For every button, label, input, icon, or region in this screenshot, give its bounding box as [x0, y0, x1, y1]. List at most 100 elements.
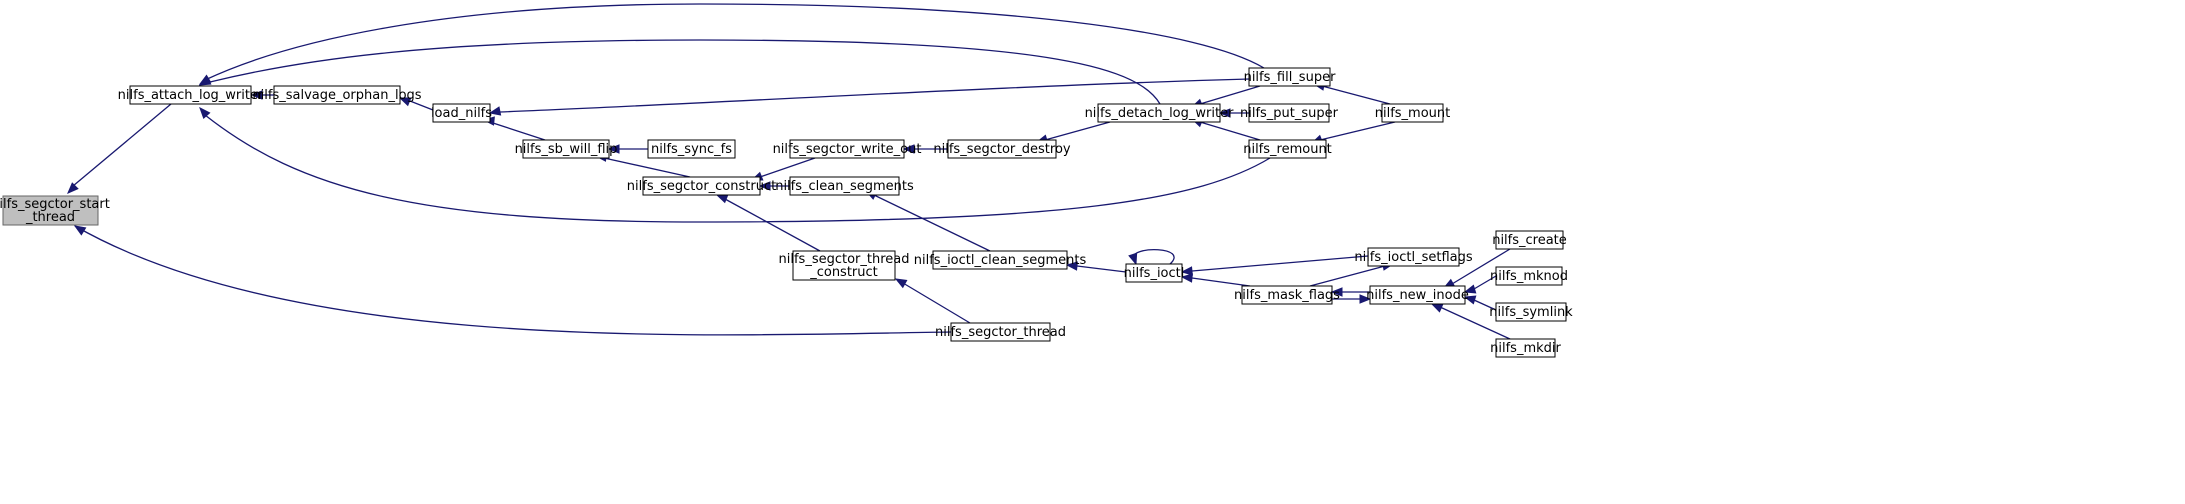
- node-box[interactable]: [932, 250, 1068, 270]
- node-threadconstruct[interactable]: nilfs_segctor_thread_construct: [779, 250, 910, 281]
- edge-destroy-to-writeout: [902, 144, 948, 154]
- node-detach[interactable]: nilfs_detach_log_writer: [1085, 103, 1235, 123]
- node-box[interactable]: [273, 85, 401, 105]
- edge-line: [1451, 248, 1511, 285]
- node-label: nilfs_mknod: [1490, 269, 1568, 284]
- edge-line: [1473, 275, 1497, 290]
- edge-clean-to-construct: [758, 181, 790, 191]
- node-ioctl[interactable]: nilfs_ioctl: [1124, 263, 1185, 283]
- node-remount[interactable]: nilfs_remount: [1243, 139, 1332, 159]
- node-construct[interactable]: nilfs_segctor_construct: [627, 176, 776, 196]
- node-box[interactable]: [950, 322, 1051, 342]
- node-sbflip[interactable]: nilfs_sb_will_flip: [515, 139, 618, 159]
- nodes-layer: nilfs_segctor_start_thread nilfs_attach_l…: [0, 67, 1573, 358]
- edge-line: [902, 282, 971, 324]
- edge-fillsuper-to-load: [488, 78, 1250, 116]
- node-mknod[interactable]: nilfs_mknod: [1490, 266, 1568, 286]
- edge-detach-to-attach: [198, 39, 1161, 105]
- node-box[interactable]: [1097, 103, 1221, 123]
- arrowhead: [1180, 266, 1193, 276]
- node-syncfs[interactable]: nilfs_sync_fs: [647, 139, 736, 159]
- node-label: nilfs_remount: [1243, 142, 1332, 157]
- node-box[interactable]: [129, 85, 252, 105]
- node-box[interactable]: [792, 250, 896, 281]
- node-label: nilfs_segctor_construct: [627, 179, 776, 194]
- edge-line: [74, 225, 952, 336]
- arrowhead: [1218, 108, 1231, 118]
- node-segthread[interactable]: nilfs_segctor_thread: [935, 322, 1066, 342]
- node-writeout[interactable]: nilfs_segctor_write_out: [773, 139, 922, 159]
- edge-line: [209, 39, 1161, 105]
- edge-line: [1199, 121, 1261, 141]
- node-label: nilfs_sb_will_flip: [515, 142, 618, 157]
- edge-segthread-to-threadconstruct: [894, 278, 971, 324]
- node-box[interactable]: [647, 139, 736, 159]
- edge-remount-to-attach: [199, 106, 1271, 223]
- edge-line: [1321, 85, 1391, 105]
- node-symlink[interactable]: nilfs_symlink: [1489, 302, 1573, 322]
- node-box[interactable]: [947, 139, 1057, 159]
- edge-line: [1439, 306, 1511, 340]
- edge-salvage-to-attach: [250, 90, 274, 100]
- node-box[interactable]: [1495, 230, 1564, 250]
- edge-sbflip-to-load: [482, 116, 546, 141]
- node-label: _construct: [809, 265, 878, 280]
- node-box[interactable]: [1369, 285, 1466, 305]
- edge-line: [499, 78, 1250, 113]
- node-newinode[interactable]: nilfs_new_inode: [1366, 285, 1469, 305]
- edge-syncfs-to-sbflip: [607, 144, 648, 154]
- node-create[interactable]: nilfs_create: [1492, 230, 1567, 250]
- node-destroy[interactable]: nilfs_segctor_destroy: [933, 139, 1071, 159]
- node-fillsuper[interactable]: nilfs_fill_super: [1244, 67, 1336, 87]
- node-box[interactable]: [1248, 103, 1330, 123]
- edge-line: [492, 122, 546, 141]
- arrowhead: [198, 76, 212, 86]
- node-maskflags[interactable]: nilfs_mask_flags: [1234, 285, 1340, 305]
- node-start_thread[interactable]: nilfs_segctor_start_thread: [0, 195, 110, 226]
- node-salvage[interactable]: nilfs_salvage_orphan_logs: [252, 85, 422, 105]
- edge-line: [1319, 121, 1396, 141]
- arrowhead: [1065, 261, 1078, 271]
- arrowhead: [902, 144, 915, 154]
- node-setflags[interactable]: nilfs_ioctl_setflags: [1354, 247, 1473, 267]
- edge-line: [204, 114, 1271, 223]
- node-box[interactable]: [789, 139, 905, 159]
- arrowhead: [1430, 303, 1444, 313]
- node-putsuper[interactable]: nilfs_put_super: [1240, 103, 1339, 123]
- node-label: nilfs_put_super: [1240, 106, 1339, 121]
- node-load[interactable]: load_nilfs: [431, 103, 492, 123]
- node-box[interactable]: [432, 103, 491, 123]
- node-box[interactable]: [1495, 338, 1556, 358]
- node-box[interactable]: [1248, 67, 1331, 87]
- edge-ioctlclean-to-clean: [864, 190, 991, 252]
- node-box[interactable]: [1381, 103, 1444, 123]
- node-box[interactable]: [522, 139, 610, 159]
- node-box[interactable]: [2, 195, 99, 226]
- node-ioctlclean[interactable]: nilfs_ioctl_clean_segments: [914, 250, 1087, 270]
- arrowhead: [1463, 295, 1477, 305]
- edge-maskflags-to-newinode: [1332, 294, 1372, 304]
- node-label: nilfs_detach_log_writer: [1085, 106, 1235, 121]
- node-box[interactable]: [1495, 302, 1567, 322]
- node-box[interactable]: [1248, 139, 1327, 159]
- node-box[interactable]: [1495, 266, 1563, 286]
- node-box[interactable]: [1125, 263, 1183, 283]
- node-clean[interactable]: nilfs_clean_segments: [775, 176, 914, 196]
- node-box[interactable]: [1241, 285, 1333, 305]
- node-box[interactable]: [642, 176, 761, 196]
- edge-newinode-to-maskflags: [1330, 287, 1370, 297]
- node-label: nilfs_mkdir: [1490, 341, 1561, 356]
- node-attach[interactable]: nilfs_attach_log_writer: [118, 85, 264, 105]
- edge-line: [1076, 265, 1127, 273]
- node-box[interactable]: [789, 176, 900, 196]
- edge-ioctl-to-ioctlclean: [1065, 261, 1127, 273]
- node-label: nilfs_segctor_thread: [779, 252, 910, 267]
- node-label: nilfs_mask_flags: [1234, 288, 1340, 303]
- node-mount[interactable]: nilfs_mount: [1375, 103, 1451, 123]
- node-label: nilfs_clean_segments: [775, 179, 914, 194]
- node-mkdir[interactable]: nilfs_mkdir: [1490, 338, 1562, 358]
- edge-line: [724, 198, 821, 252]
- node-label: nilfs_segctor_write_out: [773, 142, 922, 157]
- node-box[interactable]: [1367, 247, 1460, 267]
